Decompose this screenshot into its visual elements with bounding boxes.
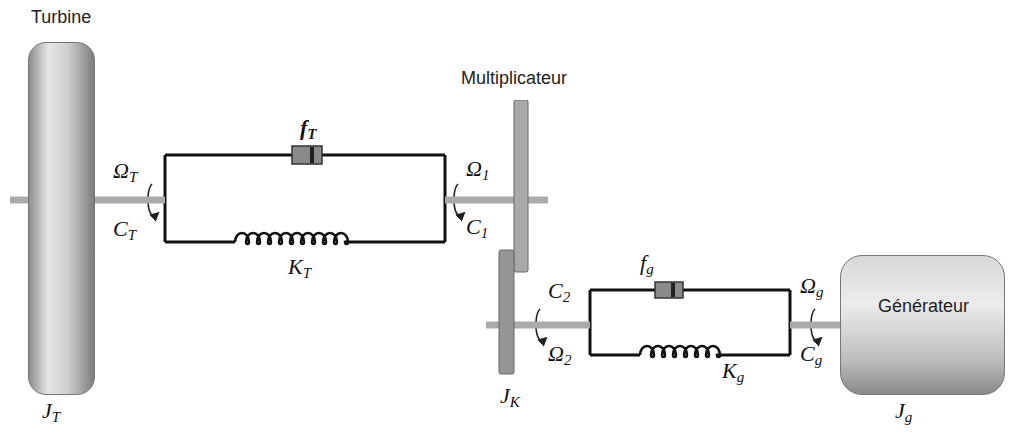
frame-line	[345, 241, 445, 244]
shaft-connector	[514, 322, 840, 329]
symbol-label-wrap: JK	[500, 385, 520, 410]
stiffness-symbol: KT	[288, 254, 311, 279]
damper-symbol	[655, 282, 683, 298]
symbol-label-wrap: ΩT	[113, 160, 137, 185]
frame-line	[590, 289, 655, 292]
node-title: Multiplicateur	[461, 68, 567, 89]
damper-piston	[671, 283, 675, 297]
symbol-label-wrap: JT	[42, 400, 60, 425]
frame-line	[717, 354, 790, 357]
turbine-body: Turbine	[28, 42, 95, 395]
symbol-label-wrap: Ω1	[466, 158, 489, 183]
speed-symbol: Ω1	[466, 156, 489, 181]
frame-line	[165, 154, 292, 157]
symbol-label-wrap: Cg	[800, 343, 822, 368]
symbol-label-wrap: fg	[640, 252, 654, 277]
symbol-label-wrap: Ωg	[800, 275, 823, 300]
frame-line	[165, 241, 235, 244]
symbol-label-wrap: KT	[288, 256, 311, 281]
inertia-symbol: JK	[500, 383, 520, 408]
gear-wheel	[499, 250, 514, 374]
gear-plates	[498, 100, 530, 375]
shaft-stub	[486, 322, 500, 329]
damping-symbol: fT	[300, 115, 317, 140]
gearbox: Multiplicateur	[498, 100, 530, 375]
torque-symbol: CT	[113, 216, 136, 241]
shaft-connector	[95, 197, 514, 204]
gear-wheel	[514, 100, 528, 272]
torque-symbol: C1	[466, 214, 488, 239]
node-title: Turbine	[31, 7, 91, 28]
frame-line	[673, 289, 790, 292]
symbol-label-wrap: C2	[548, 280, 570, 305]
damping-symbol: fg	[640, 250, 654, 275]
frame-line	[590, 354, 640, 357]
symbol-label-wrap: fT	[300, 117, 317, 142]
spring-symbol	[640, 346, 720, 357]
torque-symbol: C2	[548, 278, 570, 303]
torque-symbol: Cg	[800, 341, 822, 366]
symbol-label-wrap: CT	[113, 218, 136, 243]
speed-symbol: Ω2	[548, 341, 571, 366]
generator-body: Générateur	[840, 255, 1005, 395]
shaft-stub	[10, 197, 30, 204]
damper-piston	[310, 147, 314, 163]
stiffness-symbol: Kg	[722, 358, 744, 383]
inertia-symbol: Jg	[895, 398, 912, 423]
speed-symbol: Ωg	[800, 273, 823, 298]
damper-symbol	[292, 146, 322, 164]
speed-symbol: ΩT	[113, 158, 137, 183]
coupling-frame	[165, 155, 445, 242]
node-title: Générateur	[878, 296, 969, 317]
spring-symbol	[235, 233, 348, 244]
symbol-label-wrap: Jg	[895, 400, 912, 425]
symbol-label-wrap: Ω2	[548, 343, 571, 368]
inertia-symbol: JT	[42, 398, 60, 423]
frame-line	[312, 154, 445, 157]
shaft-stub	[526, 197, 548, 204]
symbol-label-wrap: C1	[466, 216, 488, 241]
symbol-label-wrap: Kg	[722, 360, 744, 385]
